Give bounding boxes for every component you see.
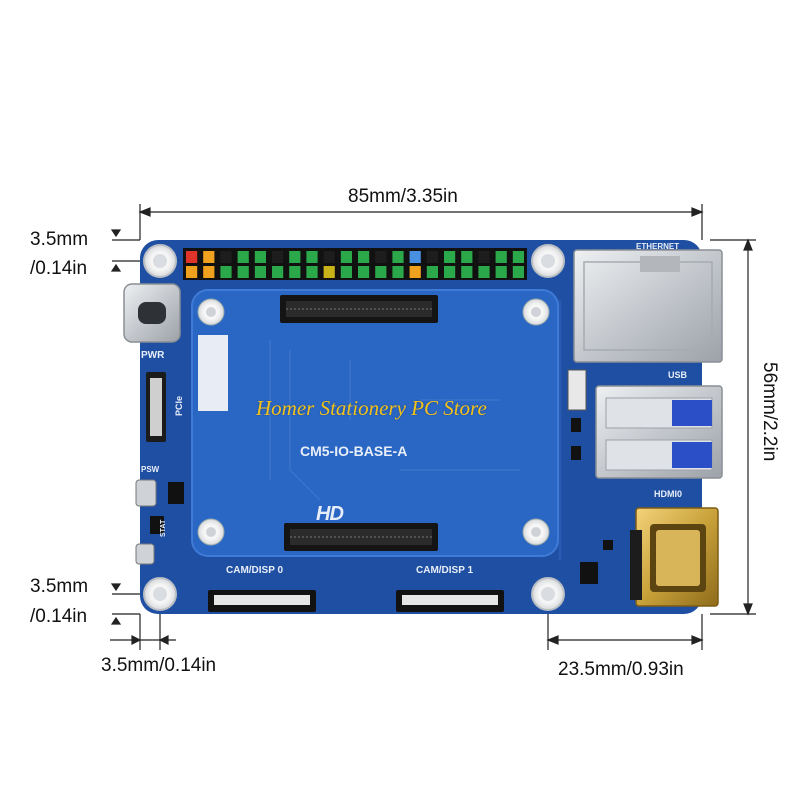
gpio-pin (375, 266, 387, 278)
gpio-pin (512, 251, 524, 263)
width-dimension-label: 85mm/3.35in (348, 186, 458, 207)
cam-disp-0-label: CAM/DISP 0 (226, 565, 284, 576)
gpio-pin (426, 266, 438, 278)
gpio-pin (340, 266, 352, 278)
display-ffc (630, 530, 642, 600)
gpio-pin (254, 251, 266, 263)
gpio-pin (444, 251, 456, 263)
module-traces (269, 340, 520, 501)
gpio-pin (237, 266, 249, 278)
gpio-pin (478, 251, 490, 263)
cam-disp-1-label: CAM/DISP 1 (416, 565, 474, 576)
store-watermark: Homer Stationery PC Store (256, 396, 487, 420)
gpio-pin (272, 251, 284, 263)
gpio-pin (254, 266, 266, 278)
small-switch (135, 543, 155, 565)
hdmi-port (635, 507, 719, 607)
pcie-ffc-connector (146, 372, 166, 442)
gpio-pin (358, 251, 370, 263)
gpio-pin (340, 251, 352, 263)
gpio-pin (203, 251, 215, 263)
gpio-pin (444, 266, 456, 278)
cam-connector-1 (396, 590, 504, 612)
model-label: CM5-IO-BASE-A (300, 443, 408, 459)
gpio-pin (203, 266, 215, 278)
b2b-connector-top (280, 295, 438, 323)
gpio-pin (392, 251, 404, 263)
bottom-hole-mm-label: 3.5mm (30, 576, 89, 597)
pwr-label: PWR (141, 350, 165, 361)
usb-label: USB (668, 370, 688, 380)
gpio-pin (495, 251, 507, 263)
gpio-pin (512, 266, 524, 278)
bottom-hole-in-label: /0.14in (30, 606, 88, 627)
power-switch (135, 479, 157, 507)
gpio-header (183, 248, 527, 280)
gpio-base (183, 248, 527, 280)
dimension-lines (110, 204, 756, 650)
gpio-pin (478, 266, 490, 278)
gpio-pin (306, 251, 318, 263)
right-hole-offset-label: 23.5mm/0.93in (558, 659, 684, 680)
gpio-pin (220, 266, 232, 278)
module-holes (197, 298, 550, 546)
gpio-pin (392, 266, 404, 278)
gpio-pin (426, 251, 438, 263)
gpio-pin (358, 266, 370, 278)
gpio-pin (461, 266, 473, 278)
gpio-pin (186, 266, 198, 278)
gpio-pin (375, 251, 387, 263)
module-area (191, 289, 559, 557)
gpio-pin (461, 251, 473, 263)
pcie-label: PCIe (174, 395, 184, 416)
usb-c-port (123, 283, 181, 343)
stat-label: STAT (160, 519, 167, 537)
gpio-pin (323, 266, 335, 278)
hd-logo: HD (316, 503, 344, 525)
gpio-pin (220, 251, 232, 263)
gpio-pin (186, 251, 198, 263)
mounting-holes (143, 244, 565, 611)
gpio-pin (409, 266, 421, 278)
ethernet-label: ETHERNET (636, 242, 680, 251)
cam-connector-0 (208, 590, 316, 612)
top-hole-in-label: /0.14in (30, 258, 88, 279)
gpio-pin (289, 266, 301, 278)
gpio-pin (272, 266, 284, 278)
ic-chips (150, 418, 613, 584)
gpio-pin (495, 266, 507, 278)
gpio-pin (289, 251, 301, 263)
fan-connector (567, 369, 587, 411)
gpio-pin (237, 251, 249, 263)
gpio-pin (409, 251, 421, 263)
usb-a-port (595, 385, 723, 479)
gpio-pin (323, 251, 335, 263)
left-offset-label: 3.5mm/0.14in (101, 655, 217, 676)
height-dimension-label: 56mm/2.2in (759, 362, 780, 462)
psw-label: PSW (141, 465, 160, 474)
top-hole-mm-label: 3.5mm (30, 229, 89, 250)
ethernet-jack (573, 249, 723, 363)
label-sticker (198, 335, 228, 411)
gpio-pin (306, 266, 318, 278)
b2b-connector-bottom (284, 523, 438, 551)
hdmi-label: HDMI0 (654, 489, 683, 499)
